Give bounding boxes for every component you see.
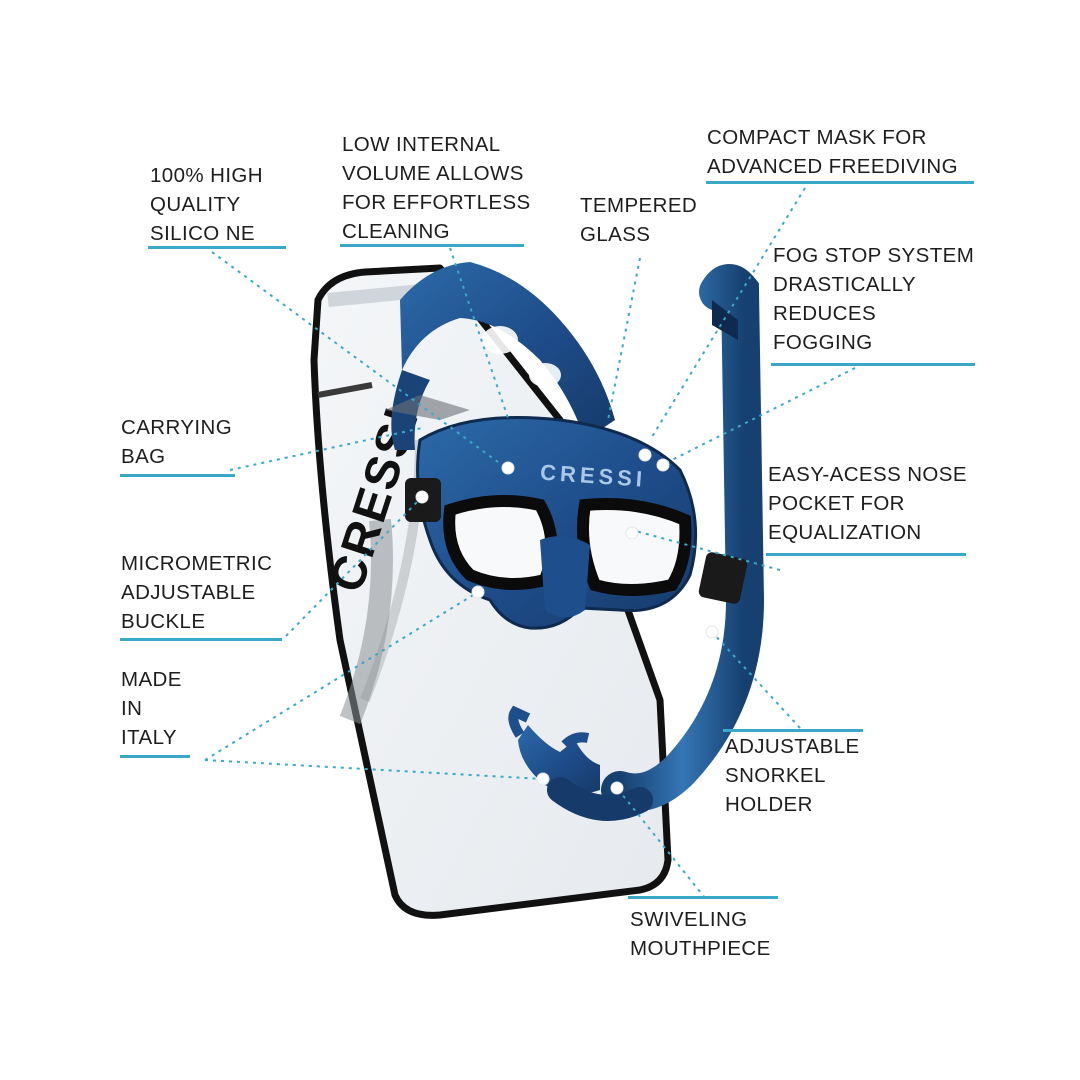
callout-fog-stop: FOG STOP SYSTEM DRASTICALLY REDUCES FOGG… [773, 241, 974, 357]
callout-text: ADJUSTABLE [725, 735, 860, 758]
callout-text: IN [121, 697, 143, 720]
callout-underline [706, 181, 974, 184]
callout-text: TEMPERED [580, 194, 698, 217]
callout-text: MOUTHPIECE [630, 937, 771, 960]
callout-text: ADVANCED FREEDIVING [707, 155, 958, 178]
callout-made-in-italy: MADE IN ITALY [121, 665, 182, 752]
callout-text: MADE [121, 668, 182, 691]
callout-underline [340, 244, 524, 247]
callout-carrying-bag: CARRYING BAG [121, 413, 232, 471]
callout-text: LOW INTERNAL [342, 133, 501, 156]
snorkel [508, 264, 765, 821]
callout-text: CARRYING [121, 416, 233, 439]
callout-text: SWIVELING [630, 908, 748, 931]
callout-text: MICROMETRIC [121, 552, 273, 575]
callout-silicone: 100% HIGH QUALITY SILICO NE [150, 161, 263, 248]
callout-text: HOLDER [725, 793, 813, 816]
callout-text: EASY-ACESS NOSE [768, 463, 967, 486]
callout-text: FOR EFFORTLESS [342, 191, 531, 214]
callout-text: GLASS [580, 223, 651, 246]
callout-compact-mask: COMPACT MASK FOR ADVANCED FREEDIVING [707, 123, 958, 181]
callout-text: BAG [121, 445, 166, 468]
callout-low-volume: LOW INTERNAL VOLUME ALLOWS FOR EFFORTLES… [342, 130, 531, 246]
callout-text: FOGGING [773, 331, 873, 354]
callout-text: ADJUSTABLE [121, 581, 256, 604]
callout-text: EQUALIZATION [768, 521, 922, 544]
callout-underline [628, 896, 778, 899]
callout-text: ITALY [121, 726, 177, 749]
callout-text: COMPACT MASK FOR [707, 126, 927, 149]
callout-text: QUALITY [150, 193, 241, 216]
callout-underline [771, 363, 975, 366]
callout-buckle: MICROMETRIC ADJUSTABLE BUCKLE [121, 549, 272, 636]
callout-underline [723, 729, 863, 732]
callout-mouthpiece: SWIVELING MOUTHPIECE [630, 905, 771, 963]
callout-text: 100% HIGH [150, 164, 263, 187]
marker-dots [415, 448, 719, 795]
callout-underline [766, 553, 966, 556]
callout-underline [120, 474, 235, 477]
callout-text: DRASTICALLY [773, 273, 917, 296]
callout-text: CLEANING [342, 220, 451, 243]
callout-text: FOG STOP SYSTEM [773, 244, 975, 267]
callout-underline [120, 755, 190, 758]
callout-text: POCKET FOR [768, 492, 905, 515]
mask-frame: CRESSI [405, 416, 698, 630]
callout-text: REDUCES [773, 302, 877, 325]
callout-text: VOLUME ALLOWS [342, 162, 524, 185]
callout-underline [120, 638, 282, 641]
callout-text: BUCKLE [121, 610, 206, 633]
callout-text: SILICO NE [150, 222, 255, 245]
callout-tempered-glass: TEMPERED GLASS [580, 191, 697, 249]
leader-lines [204, 187, 856, 899]
callout-nose-pocket: EASY-ACESS NOSE POCKET FOR EQUALIZATION [768, 460, 967, 547]
callout-text: SNORKEL [725, 764, 826, 787]
callout-snorkel-holder: ADJUSTABLE SNORKEL HOLDER [725, 732, 860, 819]
callout-underline [148, 246, 286, 249]
